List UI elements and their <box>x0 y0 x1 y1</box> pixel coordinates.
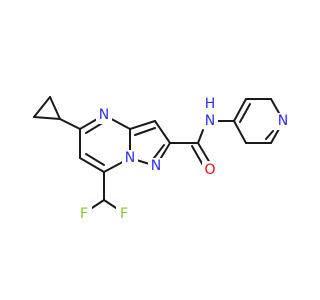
bond <box>49 96 61 120</box>
bond <box>154 120 171 144</box>
bond <box>233 120 247 144</box>
atom-label-f-left: F <box>80 206 88 222</box>
atom-label-n-pyrimidine: N <box>99 107 109 123</box>
bond <box>33 96 51 118</box>
bond <box>129 120 156 130</box>
molecule-structure-diagram: N N N N H O N F F <box>33 96 291 223</box>
bond <box>134 127 156 136</box>
bond <box>85 153 105 166</box>
bond <box>270 98 280 114</box>
bond <box>265 130 274 140</box>
bond <box>233 98 247 122</box>
bond <box>33 116 61 120</box>
bond <box>270 128 280 144</box>
atom-label-h-amide: H <box>205 96 216 112</box>
bond <box>239 103 251 123</box>
atom-label-n-pyrazole: N <box>151 158 161 174</box>
bond <box>197 129 204 144</box>
atom-label-o-carbonyl: O <box>204 162 215 178</box>
bond <box>59 118 81 130</box>
bond <box>79 157 105 173</box>
atom-label-n-pyridine: N <box>278 113 288 129</box>
atom-label-n-bridge: N <box>125 150 135 166</box>
atom-label-f-right: F <box>120 206 128 222</box>
atom-label-n-amide: N <box>205 113 215 129</box>
bond <box>197 142 211 164</box>
bond-layer <box>33 96 280 213</box>
atom-label-layer: N N N N H O N F F <box>76 96 291 223</box>
